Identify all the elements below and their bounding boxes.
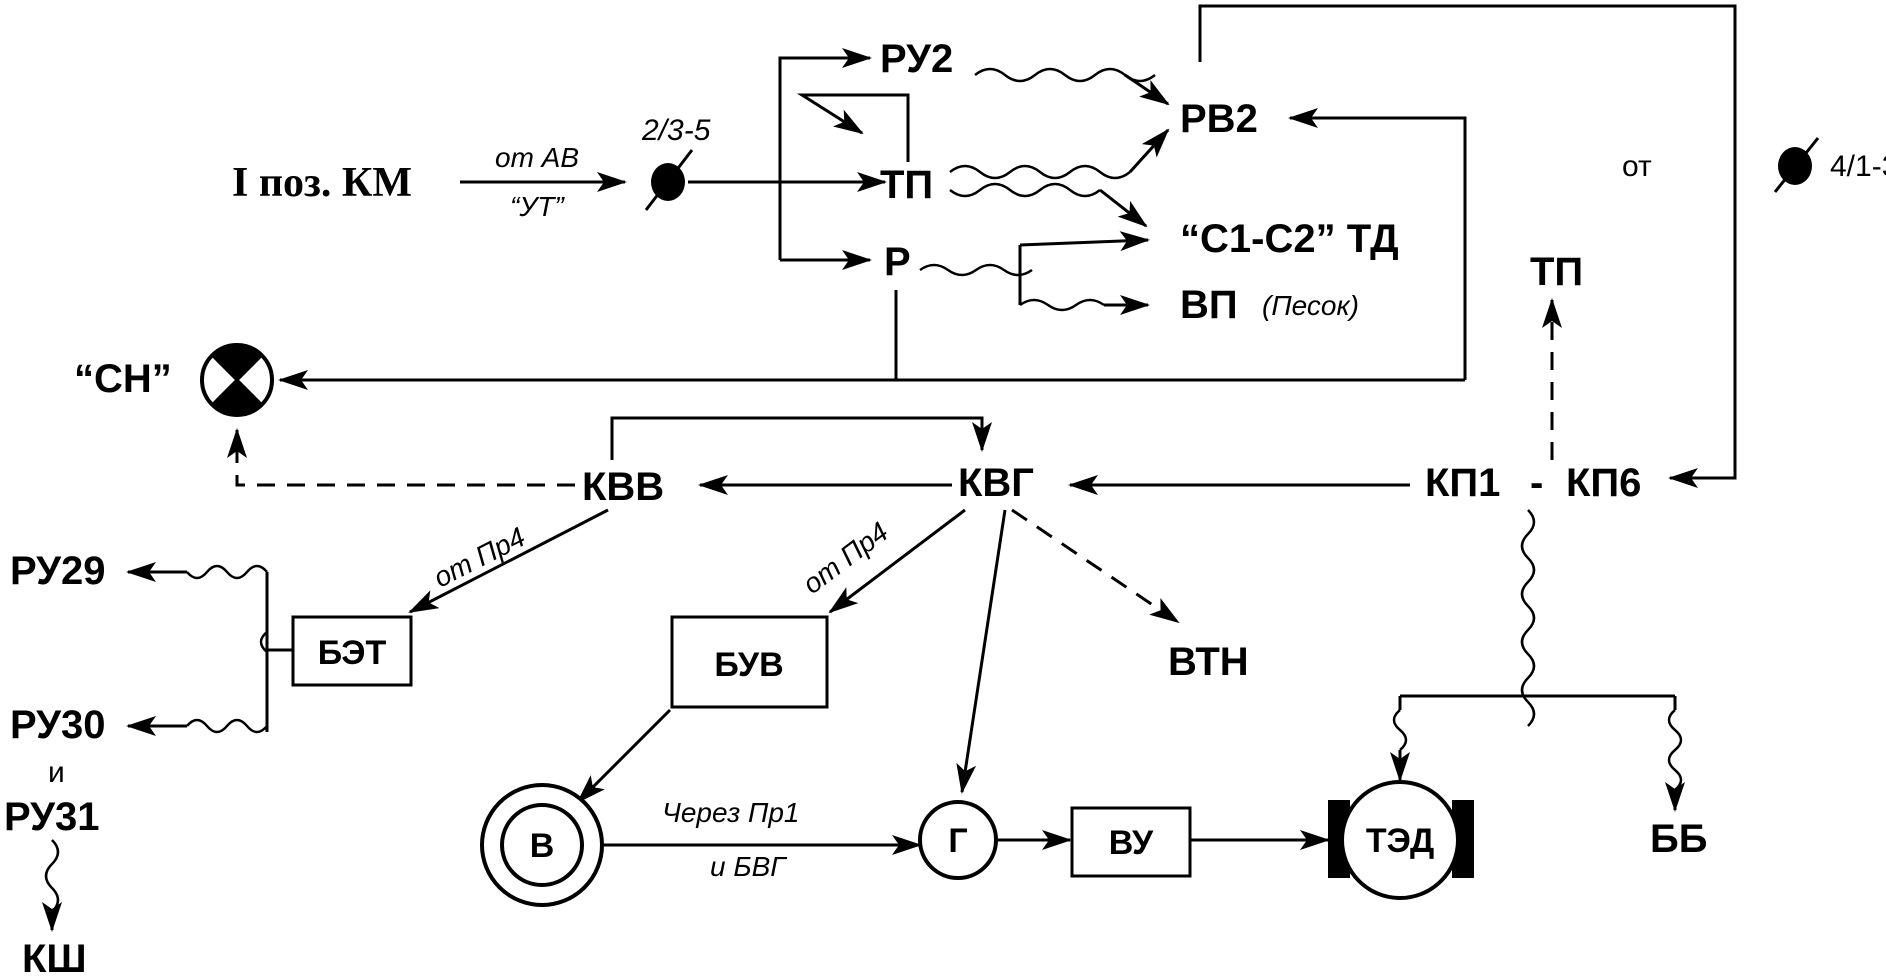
label-kvv: КВВ bbox=[582, 465, 664, 509]
exciter-v-circle bbox=[480, 783, 604, 907]
switch-icon-4-1-3 bbox=[1773, 137, 1820, 193]
dashed-kvg-to-vtn bbox=[1011, 508, 1180, 624]
label-ted: ТЭД bbox=[1366, 822, 1434, 860]
note-ut: “УТ” bbox=[510, 191, 565, 222]
kvv-to-kvg-loop bbox=[610, 416, 992, 460]
wave-bet-link bbox=[259, 631, 268, 653]
arrow-kvg-to-g bbox=[956, 509, 1007, 794]
label-sn: “СН” bbox=[74, 357, 172, 401]
label-vp: ВП bbox=[1180, 283, 1238, 327]
wave-ru2-rv2 bbox=[974, 67, 1156, 83]
label-c1-c2-td: “С1-С2” ТД bbox=[1180, 217, 1399, 261]
label-tp-top: ТП bbox=[880, 163, 933, 207]
label-tp-right: ТП bbox=[1530, 250, 1583, 294]
arrow-wave-c1c2-a bbox=[1099, 188, 1148, 228]
switch-icon-2-3-5 bbox=[644, 149, 694, 211]
label-rv2: РВ2 bbox=[1180, 97, 1258, 141]
wave-tp-c1c2 bbox=[949, 182, 1101, 198]
note-2-3-5: 2/3-5 bbox=[641, 114, 711, 147]
tp-self-loop bbox=[796, 93, 910, 162]
rv2-return-line bbox=[1288, 108, 1467, 380]
rv2-to-kp6-line bbox=[1198, 4, 1737, 488]
label-g: Г bbox=[948, 822, 967, 860]
label-v: В bbox=[530, 827, 555, 865]
label-kvg: КВГ bbox=[958, 461, 1034, 505]
label-vu: ВУ bbox=[1109, 824, 1154, 862]
label-ru30: РУ30 bbox=[10, 703, 106, 747]
label-ksh: КШ bbox=[22, 937, 87, 978]
arrow-kvg-to-buv bbox=[828, 508, 966, 614]
label-vtn: ВТН bbox=[1168, 640, 1249, 684]
arrow-buv-to-v bbox=[576, 708, 672, 804]
wave-to-bb bbox=[1667, 709, 1683, 791]
note-ot-right: от bbox=[1622, 150, 1652, 183]
label-bet: БЭТ bbox=[318, 634, 387, 672]
wave-to-ru29 bbox=[186, 564, 268, 580]
wave-fork-vp bbox=[1019, 298, 1105, 312]
note-i-bvg: и БВГ bbox=[710, 851, 787, 882]
branch-to-ru2 bbox=[778, 48, 872, 260]
label-ru2: РУ2 bbox=[880, 37, 953, 81]
note-ot-av: от АВ bbox=[495, 142, 579, 173]
wave-to-ted bbox=[1392, 709, 1408, 751]
label-r: Р bbox=[884, 240, 911, 284]
note-4-1-3: 4/1-3 bbox=[1830, 150, 1886, 183]
lamp-icon-sn bbox=[200, 343, 274, 417]
arrow-fork-c1c2 bbox=[1019, 231, 1150, 252]
label-and-small: и bbox=[48, 756, 65, 789]
box-vu bbox=[1070, 806, 1192, 878]
wave-tp-rv2 bbox=[949, 164, 1131, 180]
label-buv: БУВ bbox=[714, 646, 783, 684]
note-ot-pr4-mid: от Пр4 bbox=[797, 516, 894, 600]
wave-ru31-ksh bbox=[44, 839, 60, 913]
arrow-wave-rv2-a bbox=[1124, 73, 1170, 106]
arrow-wave-rv2-b bbox=[1128, 128, 1170, 174]
label-kp6: КП6 bbox=[1566, 461, 1641, 505]
arrow-kvv-to-bet bbox=[408, 508, 609, 614]
dashed-kvv-to-sn bbox=[227, 428, 575, 487]
label-i-poz-km: I поз. КМ bbox=[232, 160, 412, 206]
label-bb: ББ bbox=[1650, 817, 1708, 861]
wave-r-fork bbox=[919, 263, 1033, 277]
label-ru29: РУ29 bbox=[10, 549, 106, 593]
box-buv bbox=[670, 615, 829, 709]
note-cherez-pr1: Через Пр1 bbox=[662, 797, 799, 828]
wave-to-ru30 bbox=[186, 718, 268, 734]
label-kp1: КП1 bbox=[1425, 461, 1500, 505]
wave-kp-down bbox=[1520, 509, 1536, 727]
label-kp-dash: - bbox=[1530, 461, 1543, 505]
note-pesok: (Песок) bbox=[1262, 290, 1359, 321]
motor-ted-icon bbox=[1328, 780, 1474, 900]
label-ru31: РУ31 bbox=[4, 795, 100, 839]
box-bet bbox=[291, 615, 413, 687]
